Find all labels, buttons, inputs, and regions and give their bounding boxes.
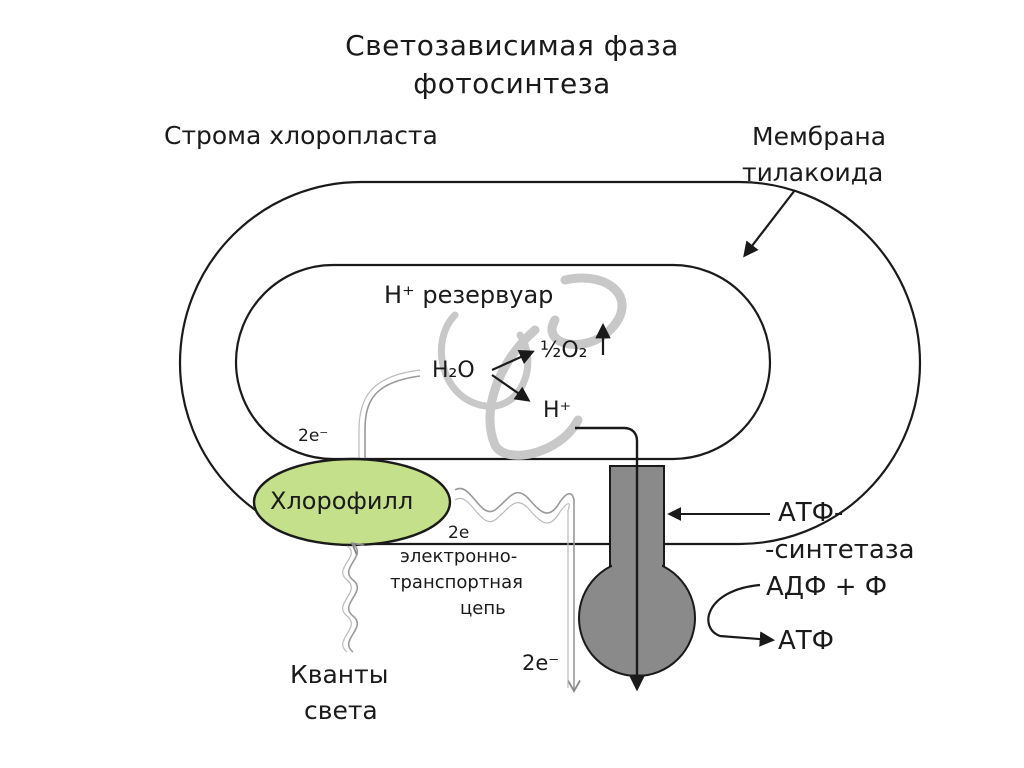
- etc-label-line-3: цепь: [460, 598, 506, 619]
- atp-synthase-label-line-2: -синтетаза: [765, 535, 915, 565]
- oxygen-label: ½O₂: [540, 338, 588, 363]
- light-quanta-edge: [342, 545, 352, 653]
- title-line-2: фотосинтеза: [413, 67, 611, 100]
- electron-transport-edge: [454, 497, 570, 688]
- chlorophyll-label: Хлорофилл: [270, 487, 414, 515]
- electrons-chain-label: 2e: [448, 523, 470, 543]
- quanta-label-line-2: света: [304, 696, 378, 725]
- water-label: H₂O: [432, 358, 475, 383]
- proton-arrow-icon: [491, 374, 531, 402]
- etc-label-line-1: электронно-: [400, 546, 518, 567]
- membrane-label-line-1: Мембрана: [752, 122, 887, 151]
- adp-phosphate-label: АДФ + Ф: [766, 572, 888, 602]
- membrane-pointer-arrow-icon: [743, 189, 796, 258]
- oxygen-arrow-icon: [491, 350, 535, 372]
- swirl-decoration-left: [437, 311, 532, 410]
- quanta-label-line-1: Кванты: [290, 660, 389, 689]
- title-line-1: Светозависимая фаза: [345, 29, 679, 62]
- proton-channel-arrow-icon: [575, 426, 646, 692]
- swirl-decoration-bottom: [485, 325, 583, 460]
- atp-synthase-label-line-1: АТФ-: [778, 498, 844, 528]
- electrons-bottom-label: 2e⁻: [522, 651, 560, 675]
- h-reservoir-label: H⁺ резервуар: [384, 281, 554, 309]
- etc-label-line-2: транспортная: [390, 572, 523, 593]
- electrons-top-label: 2e⁻: [298, 426, 329, 446]
- atp-label: АТФ: [778, 626, 835, 656]
- membrane-label-line-2: тилакоида: [742, 158, 884, 187]
- stroma-label: Строма хлоропласта: [164, 121, 438, 150]
- proton-label: H⁺: [543, 398, 572, 423]
- light-quanta-wave-icon: [347, 542, 365, 653]
- thylakoid-outer-membrane: [178, 180, 922, 546]
- electron-flow-arrow-icon: [358, 375, 421, 482]
- electron-transport-wave-icon: [454, 487, 581, 694]
- atp-production-arrow-icon: [707, 583, 776, 647]
- electron-flow-edge: [358, 369, 421, 476]
